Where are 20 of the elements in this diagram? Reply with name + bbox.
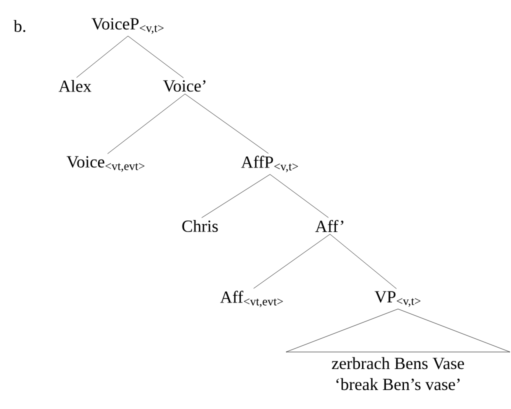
branch-line [202,174,270,218]
branch-line [270,174,329,218]
tree-label: Aff’ [315,220,344,232]
tree-label: Aff$_{<vt,evt>}$ [220,290,283,308]
branch-line [128,36,184,78]
branch-line [107,94,186,154]
item-letter: b. [14,20,26,32]
branch-line [253,234,330,289]
tree-label: Chris [182,220,218,232]
tree-label: VP$_{<v,t>}$ [374,291,420,307]
tree-label: Voice$_{<vt,evt>}$ [66,156,144,172]
branch-line [76,36,128,78]
branch-line [184,94,269,154]
tree-label: VoiceP$_{<v,t>}$ [92,18,164,34]
tree-triangle [286,308,510,352]
branch-line [330,234,397,289]
tree-label: Voice’ [163,80,206,92]
leaf-text: zerbrach Bens Vase ‘break Ben’s vase’ [332,357,464,390]
tree-label: Alex [58,80,92,92]
tree-label: AffP$_{<v,t>}$ [241,156,298,172]
